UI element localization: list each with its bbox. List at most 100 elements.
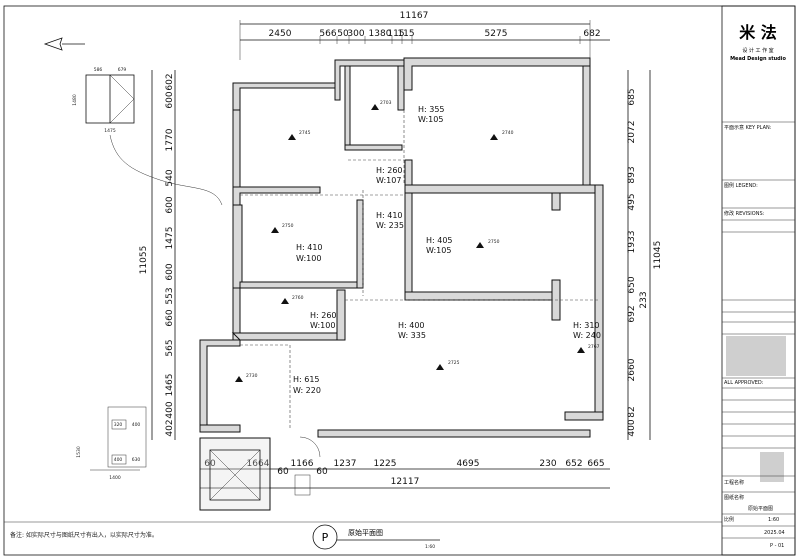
dim-label: 682 [583,29,600,39]
ceiling-mark: 2730 [235,373,258,382]
room-height: H: 615 [293,375,320,384]
dim-label: 1770 [165,128,175,151]
drawing-title-block: P 原始平面图 1:60 [312,524,440,550]
small-detail: 320 400 400 630 1530 1400 [76,406,147,481]
floor-plan-walls [199,57,604,438]
north-arrow-icon [43,37,85,51]
dim-label: 5275 [485,29,508,39]
dim-label: 665 [587,459,604,469]
legend-label: 图例 LEGEND: [724,182,758,189]
dim-label: 600 [165,196,175,213]
room-height: H: 355 [418,105,445,114]
dim-label: 600 [165,263,175,280]
dim-label: 1480 [72,94,78,106]
right-overall-dim: 11045 [653,241,663,270]
dim-label: 2450 [269,29,292,39]
dim-label: 600 [165,91,175,108]
room-label: H: 410 W: 235 [376,211,404,230]
dim-label: 4695 [457,459,480,469]
room-height: H: 405 [426,236,453,245]
room-label: H: 615 W: 220 [293,375,321,395]
left-overall-dim: 11055 [139,246,149,275]
ceiling-mark: 2740 [490,130,514,140]
dim-label: 1475 [165,227,175,250]
dim-label: 60 [316,467,328,477]
overall-bottom-dim: 12117 [391,477,420,487]
dim-label: 586 [94,67,103,73]
ceiling-mark: 2703 [371,100,392,110]
dim-label: 553 [165,287,175,304]
dim-label: 1933 [627,231,637,254]
dim-label: 1530 [76,446,82,458]
dim-label: 1400 [109,475,121,481]
dim-label: 893 [627,166,637,183]
ceiling-height: 2740 [502,130,514,136]
ceiling-mark: 2745 [288,130,311,140]
room-width: W:100 [296,254,321,263]
dim-label: 400 [132,422,141,428]
room-width: W: 235 [376,221,404,230]
dim-label: 602 [165,73,175,90]
room-height: H: 260 [376,166,403,175]
stair-well [199,436,321,511]
room-label: H: 410 W:100 [296,243,323,263]
bottom-dimension-chain: 60 1664 60 1166 60 1237 1225 4695 230 65… [200,459,610,489]
ceiling-height: 2725 [448,360,460,366]
top-dimension-chain: 11167 2450 566 50 300 1380 115 115 5275 … [239,11,610,60]
ceiling-height: 2750 [282,223,294,229]
dim-label: 1237 [334,459,357,469]
project-name-label: 工程名称 [724,479,744,486]
room-height: H: 410 [376,211,403,220]
room-height: H: 410 [296,243,323,252]
dim-label: 82 [627,406,637,417]
ceiling-mark: 2725 [436,360,460,370]
dim-label: 540 [165,169,175,186]
ceiling-height: 2760 [292,295,304,301]
drawing-symbol-icon [312,524,338,550]
dim-label: 495 [627,193,637,210]
room-label: H: 260 W:107 [376,166,403,185]
room-width: W:105 [426,246,451,255]
blurred-project [760,452,784,482]
dim-label: 566 [319,29,336,39]
dim-label: 1225 [374,459,397,469]
room-width: W: 240 [573,331,601,340]
dim-label: 402 [165,419,175,436]
window-detail: 586 679 1480 1475 [72,67,223,206]
room-label: H: 310 W: 240 [573,321,601,340]
drawing-title-value: 原始平面图 [748,505,773,512]
room-width: W: 220 [293,386,321,395]
dim-label: 2660 [627,358,637,381]
drawing-title-label: 图纸名称 [724,494,744,501]
dim-label: 630 [132,457,141,463]
dim-label: 2072 [627,121,637,144]
room-width: W:107 [376,176,401,185]
room-label: H: 260 W:100 [310,311,337,330]
drawing-title: 原始平面图 [348,528,383,537]
studio-name-cn: 设 计 工 作 室 [742,47,773,54]
room-width: W:100 [310,321,335,330]
right-dimension-chain: 11045 685 2072 893 495 1933 650 692 2660… [627,70,663,440]
dim-label: 1380 [369,29,392,39]
dim-label: 115 [387,29,404,39]
ceiling-height: 2750 [488,239,500,245]
ceiling-height: 2730 [246,373,258,379]
ceiling-mark: 2750 [271,223,294,233]
scale-label: 比例 [724,516,734,523]
blurred-notes [726,336,786,376]
dim-label: 233 [639,291,649,308]
ceiling-height: 2745 [299,130,311,136]
dim-label: 320 [114,422,123,428]
studio-name-en: Mead Design studio [730,56,786,62]
dim-label: 400 [627,419,637,436]
room-height: H: 310 [573,321,600,330]
drawing-date: 2025.04 [764,530,785,536]
room-width: W: 335 [398,331,426,340]
drawing-number: P - 01 [770,543,784,549]
dim-label: 685 [627,88,637,105]
room-width: W:105 [418,115,443,124]
scale-value: 1:60 [768,517,779,523]
ceiling-height: 2767 [588,344,600,350]
dim-label: 400 [114,457,123,463]
